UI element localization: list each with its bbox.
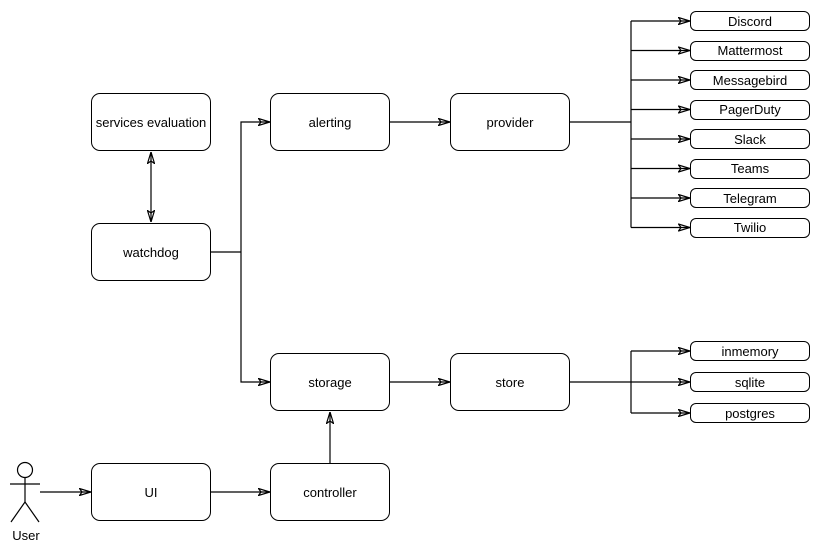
edge-watchdog-storage [240, 252, 270, 382]
edge-watchdog-alerting [240, 122, 270, 252]
node-alerting: alerting [270, 93, 390, 151]
user-actor-icon [10, 461, 40, 523]
node-store-inmemory: inmemory [690, 341, 810, 361]
node-provider-twilio: Twilio [690, 217, 810, 238]
node-controller: controller [270, 463, 390, 521]
node-provider-telegram: Telegram [690, 188, 810, 208]
node-store-postgres: postgres [690, 403, 810, 423]
node-ui: UI [91, 463, 211, 521]
node-storage: storage [270, 353, 390, 411]
node-store: store [450, 353, 570, 411]
node-provider-slack: Slack [690, 129, 810, 149]
node-watchdog: watchdog [91, 223, 211, 281]
node-provider: provider [450, 93, 570, 151]
node-provider-teams: Teams [690, 158, 810, 179]
node-store-sqlite: sqlite [690, 372, 810, 392]
node-provider-mattermost: Mattermost [690, 40, 810, 61]
node-provider-messagebird: Messagebird [690, 70, 810, 90]
node-services-evaluation: services evaluation [91, 93, 211, 151]
actor-label: User [12, 528, 40, 543]
node-provider-pagerduty: PagerDuty [690, 99, 810, 120]
node-provider-discord: Discord [690, 11, 810, 31]
